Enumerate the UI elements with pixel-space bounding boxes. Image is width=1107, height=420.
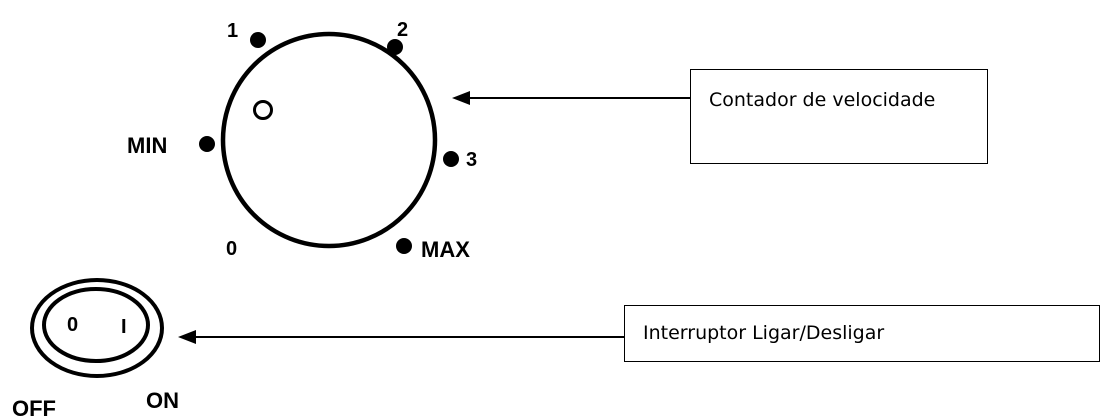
switch-inner-ring (42, 287, 150, 363)
dial-label-2: 2 (397, 19, 408, 41)
switch-off-label: OFF (12, 396, 56, 420)
dial-arrow-head (452, 91, 470, 105)
switch-label-0: 0 (67, 314, 78, 336)
dial-dot-1 (250, 32, 266, 48)
callout-speed-counter: Contador de velocidade (690, 69, 988, 164)
switch-label-i: I (121, 316, 127, 338)
dial-dot-max (396, 238, 412, 254)
dial-label-min: MIN (127, 133, 167, 158)
switch-on-label: ON (146, 388, 179, 413)
callout-power-switch: Interruptor Ligar/Desligar (624, 305, 1100, 362)
speed-dial[interactable] (220, 31, 438, 249)
dial-indicator (253, 100, 273, 120)
dial-dot-2 (387, 39, 403, 55)
dial-dot-min (199, 136, 215, 152)
dial-label-3: 3 (466, 149, 477, 171)
switch-arrow-head (178, 330, 196, 344)
dial-label-0: 0 (226, 238, 237, 260)
dial-dot-3 (443, 151, 459, 167)
dial-label-max: MAX (421, 237, 470, 262)
power-switch[interactable]: 0 I (30, 278, 164, 378)
dial-label-1: 1 (227, 20, 238, 42)
